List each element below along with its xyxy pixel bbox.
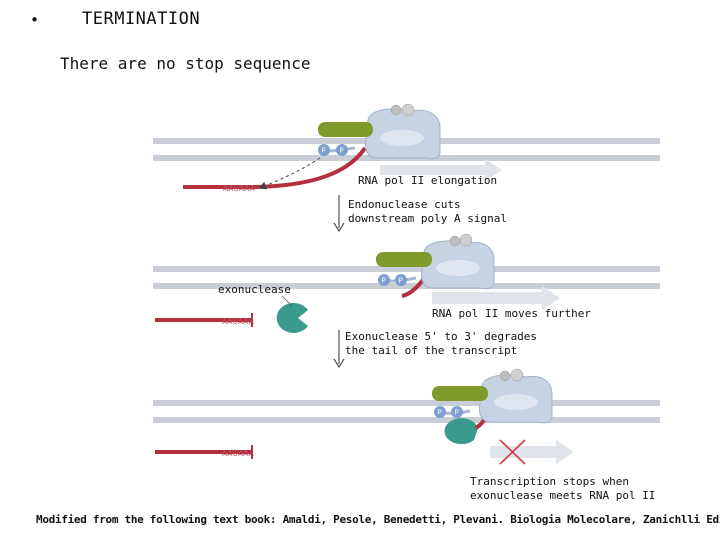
polymerase-subunit <box>459 233 473 247</box>
direction-arrow <box>380 159 502 181</box>
bullet-point: • <box>30 11 40 29</box>
phosphate-icon <box>434 406 446 418</box>
polymerase-cleft <box>494 394 538 410</box>
label-endonuclease-line1: Endonuclease cuts <box>348 198 461 211</box>
phosphate-label: P <box>399 277 403 285</box>
stage-cleavage: AAUAAA P P <box>153 233 660 333</box>
phosphate-label: P <box>438 409 442 417</box>
step-arrow-2 <box>333 330 345 369</box>
exonuclease-icon <box>444 418 478 445</box>
phosphate-icon <box>451 406 463 418</box>
green-factor <box>376 252 432 267</box>
polymerase-subunit <box>499 370 511 382</box>
phosphate-icon <box>378 274 390 286</box>
phosphate-icon <box>318 144 330 156</box>
polymerase-subunit <box>401 103 415 117</box>
polymerase-cleft <box>380 130 424 146</box>
stop-cross-icon <box>499 439 526 465</box>
exonuclease-icon <box>276 303 308 333</box>
phosphate-icon <box>336 144 348 156</box>
dna-strand-bottom <box>153 417 660 423</box>
source-citation: Modified from the following text book: A… <box>36 513 720 526</box>
phosphate-label: P <box>322 147 326 155</box>
stage-elongation: AAUAAA P P <box>153 103 660 193</box>
slide-title: TERMINATION <box>82 9 201 29</box>
label-elongation: RNA pol II elongation <box>358 174 498 187</box>
label-stops-line2: exonuclease meets RNA pol II <box>470 489 656 502</box>
rna-pol-ii <box>421 233 495 290</box>
dna-strand-bottom <box>153 283 660 289</box>
polya-signal: AAUAAA <box>222 317 255 326</box>
label-exonuclease: exonuclease <box>218 283 291 296</box>
cleavage-dashed-arrow <box>258 157 321 190</box>
label-endonuclease-line2: downstream poly A signal <box>348 212 507 225</box>
phosphate-label: P <box>455 409 459 417</box>
phosphate-label: P <box>340 147 344 155</box>
green-factor <box>318 122 373 137</box>
dna-strand-top <box>153 266 660 272</box>
green-factor <box>432 386 488 401</box>
label-degrades-line1: Exonuclease 5' to 3' degrades <box>345 330 538 343</box>
polya-signal: AAUAAA <box>222 449 255 458</box>
exonuclease-pointer <box>281 295 293 307</box>
polya-signal: AAUAAA <box>223 184 256 193</box>
label-degrades-line2: the tail of the transcript <box>345 344 518 357</box>
step-arrow-1 <box>333 195 345 233</box>
phosphate-icon <box>395 274 407 286</box>
rna-pol-ii <box>479 368 553 424</box>
stage-termination: AAUAAA P P <box>153 368 660 465</box>
rna-pol-ii <box>365 103 441 160</box>
slide-subtitle: There are no stop sequence <box>60 54 311 73</box>
dna-strand-top <box>153 400 660 406</box>
label-moves-further: RNA pol II moves further <box>432 307 591 320</box>
polymerase-cleft <box>436 260 480 276</box>
polymerase-subunit <box>449 235 461 247</box>
phosphate-label: P <box>382 277 386 285</box>
direction-arrow <box>432 286 560 310</box>
direction-arrow <box>490 440 574 464</box>
polymerase-subunit <box>510 368 524 382</box>
polymerase-subunit <box>390 104 402 116</box>
label-stops-line1: Transcription stops when <box>470 475 629 488</box>
